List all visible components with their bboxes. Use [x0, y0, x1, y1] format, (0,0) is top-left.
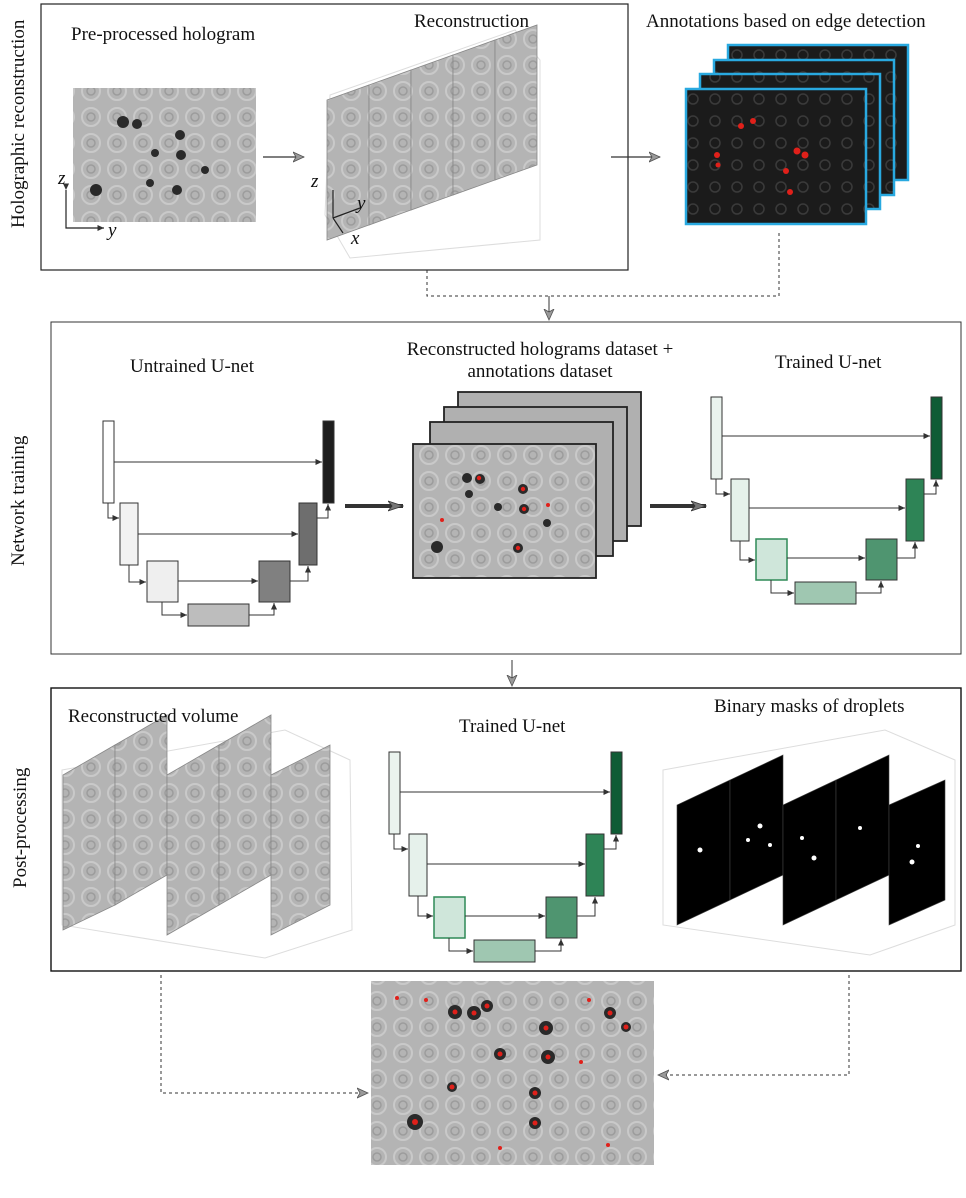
label-dataset-line2: annotations dataset	[467, 361, 613, 382]
axis-label-z-hologram: z	[58, 168, 66, 189]
label-reconstructed-volume: Reconstructed volume	[68, 706, 239, 727]
dashed-connector-row1	[426, 231, 780, 297]
annotation-droplet-markers	[714, 118, 809, 195]
axis-label-y-hologram: y	[108, 220, 117, 241]
label-preprocessed-hologram: Pre-processed hologram	[71, 24, 256, 45]
untrained-unet-connections	[107, 458, 332, 619]
binary-mask-stack	[662, 729, 956, 956]
dataset-droplets	[431, 473, 551, 553]
hologram-axes	[62, 183, 104, 232]
label-binary-masks: Binary masks of droplets	[714, 696, 905, 717]
label-trained-unet-post: Trained U-net	[459, 716, 566, 737]
hologram-image	[73, 88, 256, 222]
volume-stack	[61, 714, 353, 959]
min-projection-connector	[160, 975, 368, 1093]
side-label-postprocessing: Post-processing	[10, 767, 31, 888]
reconstruction-stack	[324, 24, 541, 259]
annotation-stack	[684, 43, 910, 226]
reconstruction-frame	[40, 3, 629, 271]
axis-label-x-reconstruction: x	[351, 228, 360, 249]
untrained-unet	[102, 420, 335, 627]
dataset-stack	[412, 391, 642, 579]
axis-label-z-reconstruction: z	[311, 171, 319, 192]
identified-droplets-image	[371, 981, 654, 1165]
axis-label-y-reconstruction: y	[357, 193, 366, 214]
label-reconstruction: Reconstruction	[414, 11, 530, 32]
reconstruction-axes	[332, 190, 361, 234]
trained-unet-postprocessing	[388, 751, 623, 963]
label-dataset-line1: Reconstructed holograms dataset +	[406, 339, 674, 360]
label-untrained-unet: Untrained U-net	[130, 356, 254, 377]
postprocessing-frame	[50, 687, 962, 972]
max-projection-connector	[658, 975, 850, 1075]
side-label-training: Network training	[8, 435, 29, 566]
trained-unet-training	[710, 396, 943, 605]
side-label-reconstruction: Holographic reconstruction	[8, 19, 29, 228]
training-frame	[50, 321, 962, 655]
label-trained-unet-training: Trained U-net	[775, 352, 882, 373]
label-annotations: Annotations based on edge detection	[646, 11, 926, 32]
